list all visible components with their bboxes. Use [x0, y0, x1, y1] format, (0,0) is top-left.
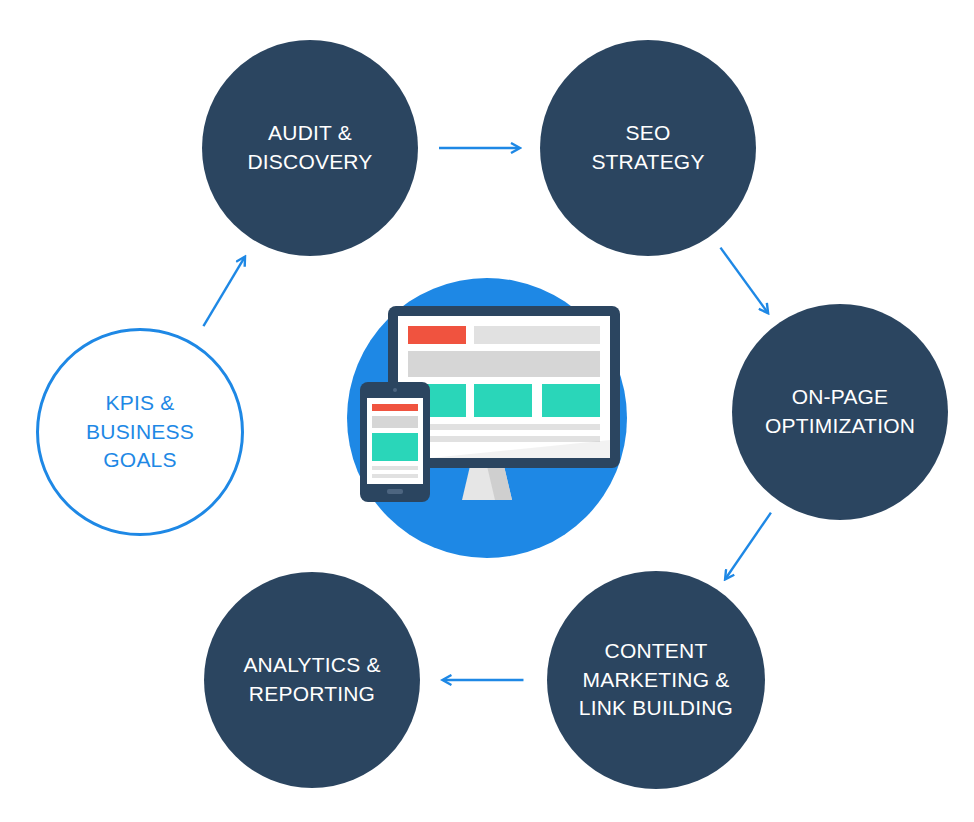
process-circle: ON-PAGE OPTIMIZATION	[732, 304, 948, 520]
flow-arrow	[203, 257, 244, 326]
flow-arrow	[720, 248, 767, 313]
flow-arrow	[443, 679, 523, 681]
process-circle: SEO STRATEGY	[540, 40, 756, 256]
goal-circle: KPIS & BUSINESS GOALS	[36, 328, 244, 536]
process-circle: AUDIT & DISCOVERY	[202, 40, 418, 256]
flow-arrow	[439, 147, 519, 149]
node-label: SEO STRATEGY	[588, 119, 708, 177]
center-disc	[347, 278, 627, 558]
process-circle: ANALYTICS & REPORTING	[204, 572, 420, 788]
phone-icon	[360, 382, 430, 502]
node-label: ANALYTICS & REPORTING	[236, 651, 388, 709]
process-circle: CONTENT MARKETING & LINK BUILDING	[547, 571, 765, 789]
flow-arrow	[726, 513, 771, 579]
node-label: AUDIT & DISCOVERY	[240, 119, 380, 177]
node-label: KPIS & BUSINESS GOALS	[81, 389, 199, 476]
node-label: ON-PAGE OPTIMIZATION	[748, 383, 932, 441]
node-label: CONTENT MARKETING & LINK BUILDING	[567, 637, 745, 724]
